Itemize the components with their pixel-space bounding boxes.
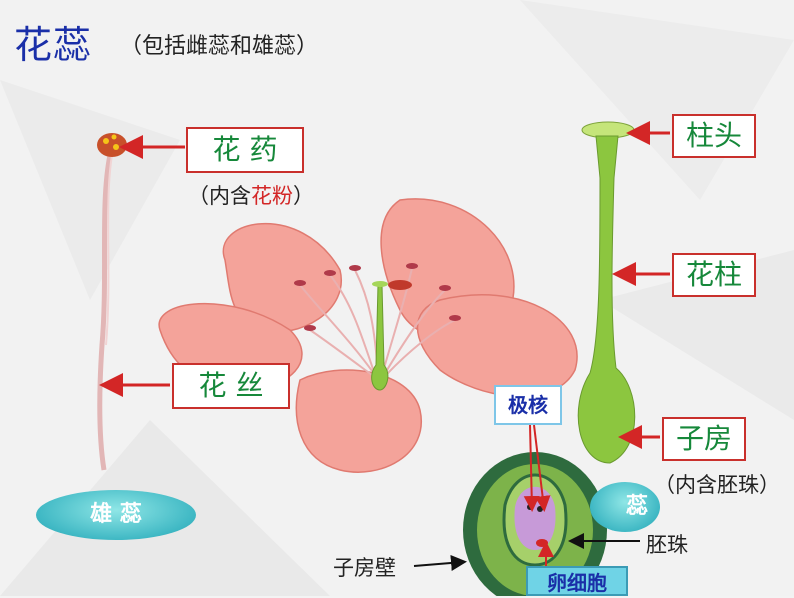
ovary-note: （内含胚珠） <box>654 473 780 497</box>
pistil-illustration <box>577 121 636 464</box>
ovary-label: 子房 <box>662 417 746 461</box>
ovary-wall-label: 子房壁 <box>333 556 396 580</box>
flower-pistil <box>371 281 389 391</box>
ovule-cross-section <box>463 452 607 596</box>
anthers-group <box>294 263 461 331</box>
page-title: 花蕊 <box>14 23 93 67</box>
filament-label: 花 丝 <box>172 363 290 409</box>
egg-cell-label: 卵细胞 <box>526 566 628 596</box>
anther-label: 花 药 <box>186 127 304 173</box>
anther-note-prefix: （内含 <box>188 184 251 208</box>
style-label: 花柱 <box>672 253 756 297</box>
pistil-pill: 蕊 <box>590 482 660 532</box>
polar-nuclei-label: 极核 <box>494 385 562 425</box>
anther-note-suffix: ） <box>293 184 314 208</box>
stigma-label: 柱头 <box>672 114 756 158</box>
anther-note: （内含花粉） <box>188 180 314 210</box>
ovule-label: 胚珠 <box>646 533 688 557</box>
page-subtitle: （包括雌蕊和雄蕊） <box>120 34 319 59</box>
stamen-pill: 雄 蕊 <box>36 490 196 540</box>
stamens-group <box>299 267 456 376</box>
anther-note-pollen: 花粉 <box>251 184 293 208</box>
